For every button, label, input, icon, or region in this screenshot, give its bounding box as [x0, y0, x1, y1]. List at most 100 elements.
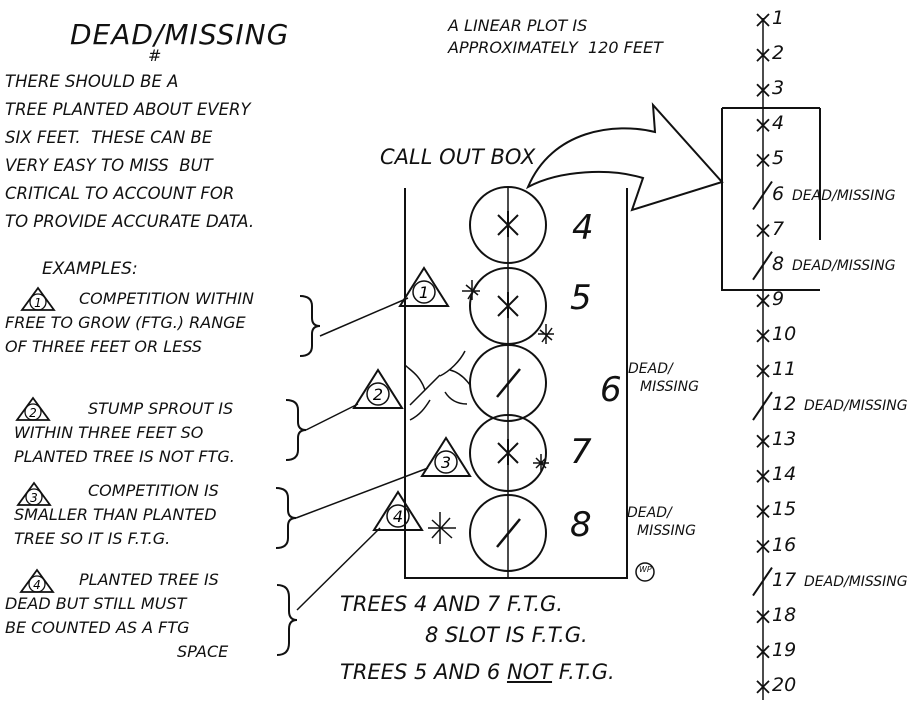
plot-position-6-label: 6	[772, 182, 785, 205]
example-4-number-circle	[386, 504, 410, 528]
plot-position-14-label: 14	[772, 463, 797, 486]
example-3-leader	[295, 467, 429, 519]
slot-number-8: 8	[570, 505, 592, 545]
plot-position-6-dead-slash	[752, 180, 773, 211]
stump-sprout	[404, 350, 471, 421]
example-2-line-3: PLANTED TREE IS NOT FTG.	[14, 447, 235, 466]
example-1-triangle	[398, 266, 450, 307]
plot-position-9-label: 9	[772, 287, 785, 310]
competitor-plant-1	[462, 280, 480, 300]
plot-position-10-label: 10	[772, 322, 797, 345]
plot-position-2-label: 2	[772, 42, 785, 65]
slot-5-tree-mark	[497, 292, 519, 318]
slot-number-7: 7	[570, 432, 592, 472]
example-4-line-4: SPACE	[177, 642, 229, 661]
plot-position-16-tree-mark	[756, 539, 770, 554]
intro-line-2: TREE PLANTED ABOUT EVERY	[5, 100, 251, 119]
linear-note-line-2: APPROXIMATELY 120 FEET	[448, 38, 663, 57]
plot-position-18-tree-mark	[756, 610, 770, 624]
summary-line-2: 8 SLOT IS F.T.G.	[425, 623, 588, 647]
plot-position-12-dead-slash	[752, 391, 773, 421]
callout-box-outline	[404, 188, 628, 579]
summary-line-3: TREES 5 AND 6 NOT F.T.G.	[340, 660, 615, 684]
plot-position-20-tree-mark	[756, 680, 770, 694]
plot-position-15-label: 15	[772, 498, 797, 521]
example-2-text-circle	[24, 403, 42, 421]
slot-number-4: 4	[572, 208, 594, 248]
plot-position-13-tree-mark	[756, 434, 770, 448]
plot-position-11-tree-mark	[756, 364, 770, 378]
plot-position-18-label: 18	[772, 603, 797, 626]
example-4-text-number: 4	[33, 578, 41, 592]
plot-position-5-label: 5	[772, 147, 785, 170]
plot-position-12-dead-label: DEAD/MISSING	[804, 398, 908, 415]
intro-line-4: VERY EASY TO MISS BUT	[5, 156, 213, 175]
callout-box-label: CALL OUT BOX	[380, 145, 536, 169]
plot-position-4-tree-mark	[756, 118, 770, 132]
slot-number-6: 6	[600, 370, 622, 410]
plot-position-7-tree-mark	[756, 223, 770, 238]
plot-position-11-label: 11	[772, 358, 797, 380]
summary-line-3-not: NOT	[506, 660, 553, 684]
example-1-text-number: 1	[34, 296, 42, 310]
plot-position-1-label: 1	[772, 7, 785, 29]
plot-position-14-tree-mark	[756, 469, 770, 483]
plot-position-10-tree-mark	[756, 329, 770, 343]
competitor-plant-5	[538, 324, 554, 344]
plot-position-13-label: 13	[772, 428, 797, 451]
plot-position-4-label: 4	[772, 112, 785, 135]
plot-position-8-label: 8	[772, 252, 785, 275]
brace-3	[275, 487, 297, 549]
callout-arrow	[525, 102, 724, 212]
intro-line-1: THERE SHOULD BE A	[5, 72, 179, 91]
example-4-line-3: BE COUNTED AS A FTG	[5, 618, 190, 637]
title-mark: #	[148, 46, 162, 65]
example-1-line-2: FREE TO GROW (FTG.) RANGE	[5, 313, 246, 332]
example-2-text-number: 2	[29, 406, 37, 420]
example-3-line-2: SMALLER THAN PLANTED	[14, 505, 217, 524]
plot-position-12-label: 12	[772, 393, 797, 416]
plot-position-19-label: 19	[772, 638, 797, 661]
slot-6-dead-label-line1: DEAD/	[628, 361, 673, 377]
plot-position-20-label: 20	[772, 673, 797, 696]
summary-line-3-b: F.T.G.	[552, 660, 615, 684]
linear-note-line-1: A LINEAR PLOT IS	[448, 16, 588, 35]
example-3-number: 3	[441, 453, 451, 472]
initials: WP	[639, 565, 652, 574]
plot-position-3-label: 3	[772, 77, 785, 100]
plot-position-6-dead-label: DEAD/MISSING	[792, 187, 896, 204]
example-4-leader	[296, 527, 381, 611]
competitor-plant-8	[428, 512, 456, 544]
plot-position-17-dead-slash	[752, 567, 773, 597]
slot-circle-8	[469, 494, 547, 572]
intro-line-5: CRITICAL TO ACCOUNT FOR	[5, 184, 235, 203]
page-title: DEAD/MISSING	[70, 18, 290, 51]
initials-mark	[635, 562, 655, 582]
slot-8-dead-label-line1: DEAD/	[627, 505, 672, 521]
slot-8-dead-label-line2: MISSING	[637, 523, 696, 539]
plot-position-3-tree-mark	[756, 83, 770, 97]
plot-position-1-tree-mark	[756, 13, 770, 27]
example-4-number: 4	[393, 507, 403, 526]
example-2-line-1: STUMP SPROUT IS	[88, 399, 234, 418]
plot-position-16-label: 16	[772, 533, 797, 556]
example-4-text-circle	[28, 575, 46, 593]
slot-7-tree-mark	[497, 439, 519, 465]
example-2-triangle	[352, 368, 404, 409]
brace-4	[276, 584, 298, 656]
slot-6-dead-slash	[496, 368, 521, 398]
plot-position-8-dead-label: DEAD/MISSING	[792, 257, 896, 274]
example-1-leader	[319, 297, 409, 337]
slot-circle-6	[469, 344, 547, 422]
example-2-leader	[305, 403, 359, 431]
summary-line-1: TREES 4 AND 7 F.T.G.	[340, 592, 563, 616]
brace-1	[299, 295, 321, 357]
slot-8-dead-label: DEAD/ MISSING	[627, 504, 696, 540]
intro-line-6: TO PROVIDE ACCURATE DATA.	[5, 212, 255, 231]
plot-position-15-tree-mark	[756, 504, 770, 519]
example-4-triangle	[372, 490, 424, 531]
example-1-line-3: OF THREE FEET OR LESS	[5, 337, 202, 356]
